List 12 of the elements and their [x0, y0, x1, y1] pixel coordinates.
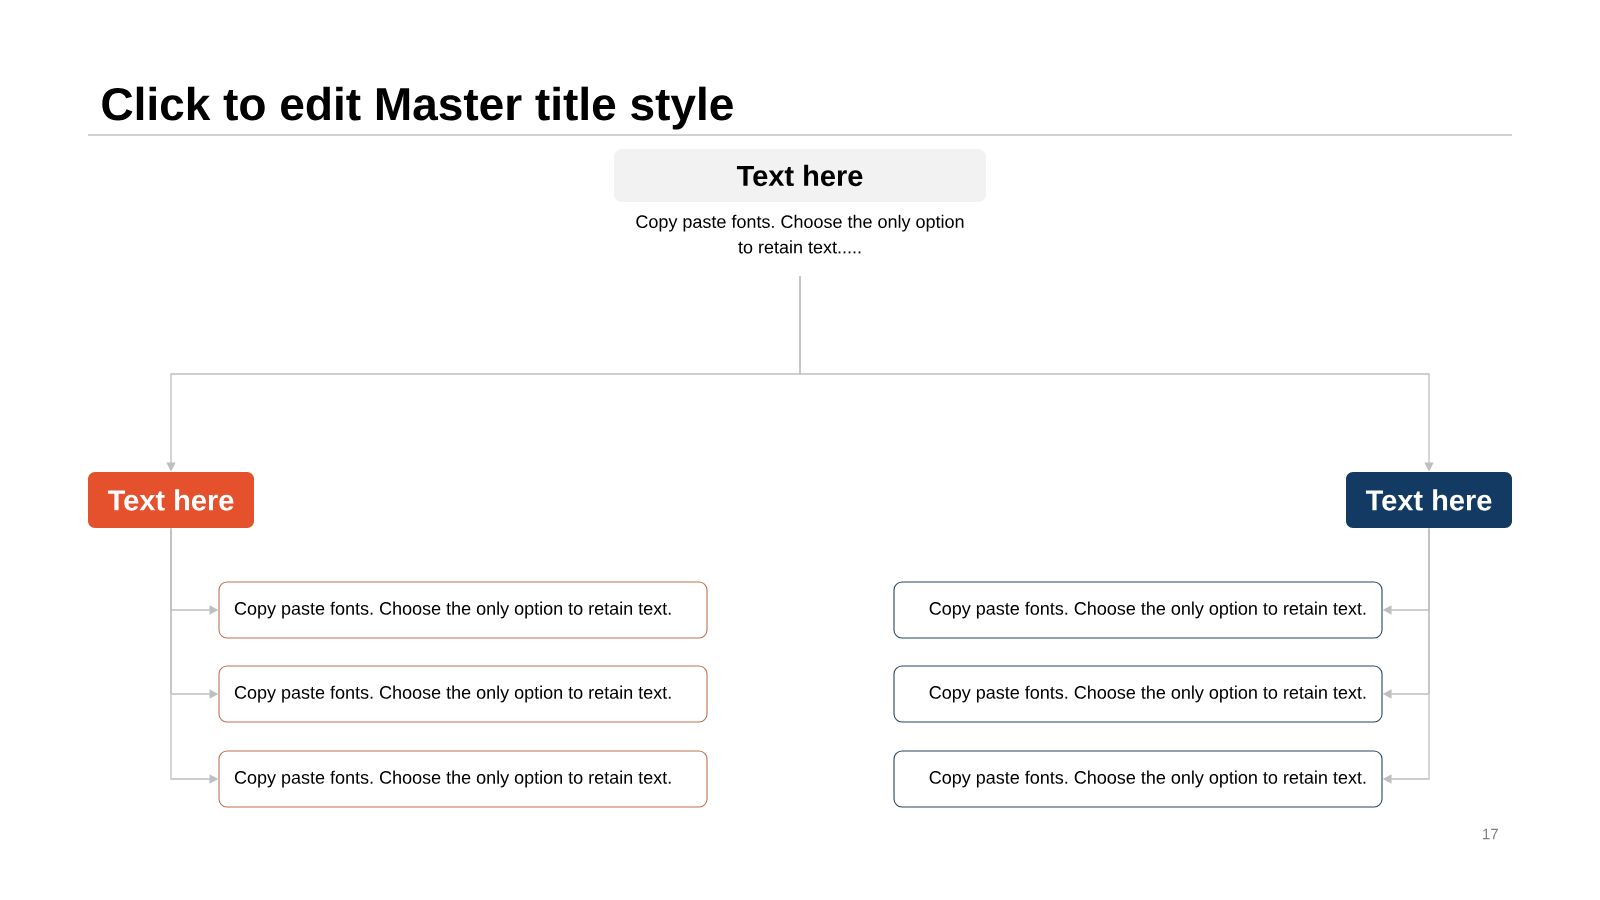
text-box: Copy paste fonts. Choose the only option to retain text.: [893, 665, 1383, 723]
text-box: Copy paste fonts. Choose the only option to retain text.: [893, 581, 1383, 639]
description-text: Copy paste fonts. Choose the only option to retain text.....: [636, 214, 964, 254]
text-box: Copy paste fonts. Choose the only option to retain text.: [218, 750, 708, 808]
category-box: Text here: [88, 472, 254, 528]
page-number: 17: [1483, 828, 1498, 840]
slide-title: Click to edit Master title style: [102, 86, 733, 130]
heading-box: Text here: [614, 149, 986, 202]
text-box: Copy paste fonts. Choose the only option to retain text.: [218, 665, 708, 723]
text-box: Copy paste fonts. Choose the only option to retain text.: [218, 581, 708, 639]
category-box: Text here: [1346, 472, 1512, 528]
text-box: Copy paste fonts. Choose the only option to retain text.: [893, 750, 1383, 808]
